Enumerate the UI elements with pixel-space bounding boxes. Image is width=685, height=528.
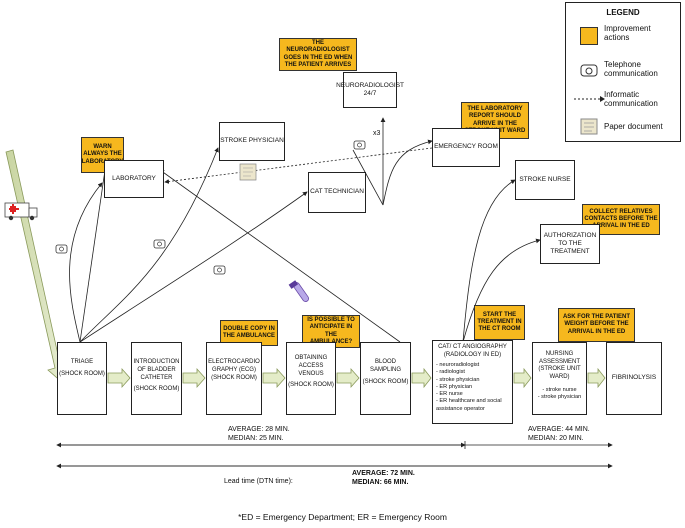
step-nursing-assessment: NURSING ASSESSMENT (STROKE UNIT WARD) - …: [532, 342, 587, 415]
list-item: - stroke physician: [537, 394, 582, 401]
first-median: MEDIAN: 25 MIN.: [228, 435, 284, 442]
step-bladder-catheter: INTRODUCTION OF BLADDER CATHETER (SHOCK …: [131, 342, 182, 415]
actor-cat-technician: CAT TECHNICIAN: [308, 172, 366, 213]
calls-count: x3: [373, 130, 381, 137]
list-item: - radiologist: [436, 369, 465, 376]
actor-stroke-physician: STROKE PHYSICIAN: [219, 122, 285, 161]
step-location: (SHOCK ROOM): [59, 370, 105, 377]
telephone-icon: [153, 239, 166, 249]
improvement-swatch: [580, 27, 598, 45]
first-average: AVERAGE: 28 MIN.: [228, 426, 290, 433]
step-title: TRIAGE: [70, 359, 94, 365]
actor-neuroradiologist: NEURORADIOLOGIST 24/7: [336, 72, 404, 108]
step-ecg: ELECTROCARDIO GRAPHY (ECG) (SHOCK ROOM): [206, 342, 262, 415]
second-median: MEDIAN: 20 MIN.: [528, 435, 584, 442]
legend-informatic: Informatic communication: [604, 90, 658, 108]
informatic-link: [164, 147, 433, 184]
list-item: - ER healthcare and social assistance op…: [436, 398, 502, 412]
list-item: - stroke physician: [436, 376, 480, 383]
nursing-staff-list: - stroke nurse - stroke physician: [536, 387, 583, 402]
telephone-icon: [55, 244, 68, 254]
step-location: (SHOCK ROOM): [288, 382, 334, 389]
legend-telephone: Telephone communication: [604, 60, 658, 78]
legend-paper: Paper document: [604, 122, 663, 131]
list-item: - stroke nurse: [542, 387, 577, 393]
timing-lines: [56, 441, 613, 469]
actor-authorization: AUTHORIZATION TO THE TREATMENT: [540, 224, 600, 264]
step-fibrinolysis: FIBRINOLYSIS: [606, 342, 662, 415]
step-title: CAT/ CT ANGIOGRAPHY (RADIOLOGY IN ED): [438, 344, 507, 358]
note-start-treatment: START THE TREATMENT IN THE CT ROOM: [474, 305, 525, 340]
step-venous-access: OBTAINING ACCESS VENOUS (SHOCK ROOM): [286, 342, 336, 415]
paper-document-icon: [239, 163, 257, 181]
step-title: INTRODUCTION OF BLADDER CATHETER: [133, 359, 180, 381]
legend-improvement: Improvement actions: [604, 24, 651, 42]
lead-average: AVERAGE: 72 MIN.: [352, 470, 415, 477]
telephone-icon: [580, 64, 598, 77]
actor-stroke-nurse: STROKE NURSE: [515, 160, 575, 200]
note-ask-weight: ASK FOR THE PATIENT WEIGHT BEFORE THE AR…: [558, 308, 635, 342]
step-title: NURSING ASSESSMENT (STROKE UNIT WARD): [538, 351, 581, 380]
ambulance-icon: [4, 202, 38, 221]
step-title: OBTAINING ACCESS VENOUS: [294, 355, 328, 377]
step-title: ELECTROCARDIO GRAPHY (ECG) (SHOCK ROOM): [208, 359, 260, 381]
footnote: *ED = Emergency Department; ER = Emergen…: [238, 512, 447, 522]
note-neuroradiologist: THE NEURORADIOLOGIST GOES IN THE ED WHEN…: [279, 38, 357, 71]
process-arrows: [107, 367, 606, 389]
lead-median: MEDIAN: 66 MIN.: [352, 479, 409, 486]
step-location: (SHOCK ROOM): [362, 378, 409, 385]
telephone-icon: [213, 265, 226, 275]
step-blood-sampling: BLOOD SAMPLING (SHOCK ROOM): [360, 342, 411, 415]
actor-emergency-room: EMERGENCY ROOM: [432, 128, 500, 167]
paper-document-icon: [580, 118, 598, 135]
lead-time-label: Lead time (DTN time):: [224, 478, 293, 485]
actor-laboratory: LABORATORY: [104, 160, 164, 198]
step-ct-angiography: CAT/ CT ANGIOGRAPHY (RADIOLOGY IN ED) - …: [432, 340, 513, 424]
dotted-arrow-icon: [574, 96, 605, 102]
note-collect-contacts: COLLECT RELATIVES CONTACTS BEFORE THE AR…: [582, 204, 660, 235]
list-item: - neuroradiologist: [436, 362, 480, 368]
telephone-links: [69, 117, 541, 343]
list-item: - ER nurse: [436, 391, 463, 398]
ct-staff-list: - neuroradiologist - radiologist - strok…: [436, 362, 509, 413]
test-tube-icon: [288, 280, 309, 302]
legend: LEGEND Improvement actions Telephone com…: [565, 2, 681, 142]
telephone-icon: [353, 140, 366, 150]
legend-title: LEGEND: [606, 8, 640, 17]
step-triage: TRIAGE (SHOCK ROOM): [57, 342, 107, 415]
step-title: BLOOD SAMPLING: [369, 359, 401, 373]
list-item: - ER physician: [436, 383, 473, 390]
second-average: AVERAGE: 44 MIN.: [528, 426, 590, 433]
step-location: (SHOCK ROOM): [133, 386, 180, 393]
